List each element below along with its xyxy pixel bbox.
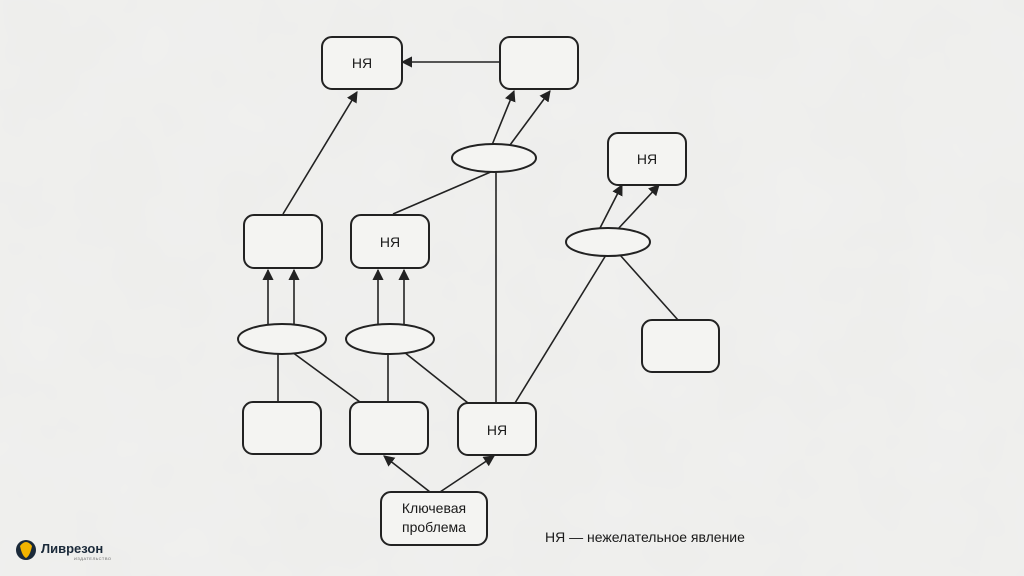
- node-root-key-problem: Ключевая проблема: [380, 491, 488, 546]
- node-bottom-left: [242, 401, 322, 455]
- node-label: НЯ: [352, 55, 372, 71]
- edge-ellipse-right-to-righttop-1: [598, 184, 623, 231]
- logo-sub: ИЗДАТЕЛЬСТВО: [74, 556, 111, 561]
- ellipse-top: [451, 143, 537, 173]
- node-mid-left: [243, 214, 323, 269]
- ellipse-center: [345, 323, 435, 355]
- edge-ellipse-top-to-topright-1: [491, 89, 516, 146]
- edge-bottomcenter-to-ellipse-left: [291, 351, 361, 403]
- node-label: НЯ: [637, 151, 657, 167]
- node-bottom-right: НЯ: [457, 402, 537, 456]
- ellipse-left: [237, 323, 327, 355]
- root-label-line2: проблема: [402, 519, 466, 535]
- logo-name: Ливрезон: [41, 541, 103, 556]
- node-top-right: [499, 36, 579, 90]
- node-bottom-center: [349, 401, 429, 455]
- node-label: НЯ: [380, 234, 400, 250]
- edge-ellipse-right-to-righttop-2: [616, 184, 660, 231]
- publisher-logo: Ливрезон ИЗДАТЕЛЬСТВО: [16, 540, 111, 561]
- node-right-top: НЯ: [607, 132, 687, 186]
- edge-bottomright-to-ellipse-center: [403, 351, 469, 404]
- edge-root-to-bottomcenter: [383, 455, 431, 493]
- edge-ellipse-top-to-topright-2: [509, 90, 551, 146]
- edge-midleft-to-topleft: [282, 91, 358, 215]
- root-label-line1: Ключевая: [402, 500, 466, 516]
- ellipse-right: [565, 227, 651, 257]
- node-mid-center: НЯ: [350, 214, 430, 269]
- edge-bottomright-to-ellipse-right: [514, 254, 607, 404]
- edge-midcenter-to-ellipse-top: [392, 170, 494, 215]
- node-label: НЯ: [487, 422, 507, 438]
- node-right-bottom: [641, 319, 720, 373]
- logo-accent-icon: [20, 542, 32, 558]
- legend: НЯ — нежелательное явление: [545, 529, 745, 545]
- node-top-left: НЯ: [321, 36, 403, 90]
- edge-rightbottom-to-ellipse-right: [619, 254, 679, 321]
- edge-root-to-bottomright: [439, 455, 495, 493]
